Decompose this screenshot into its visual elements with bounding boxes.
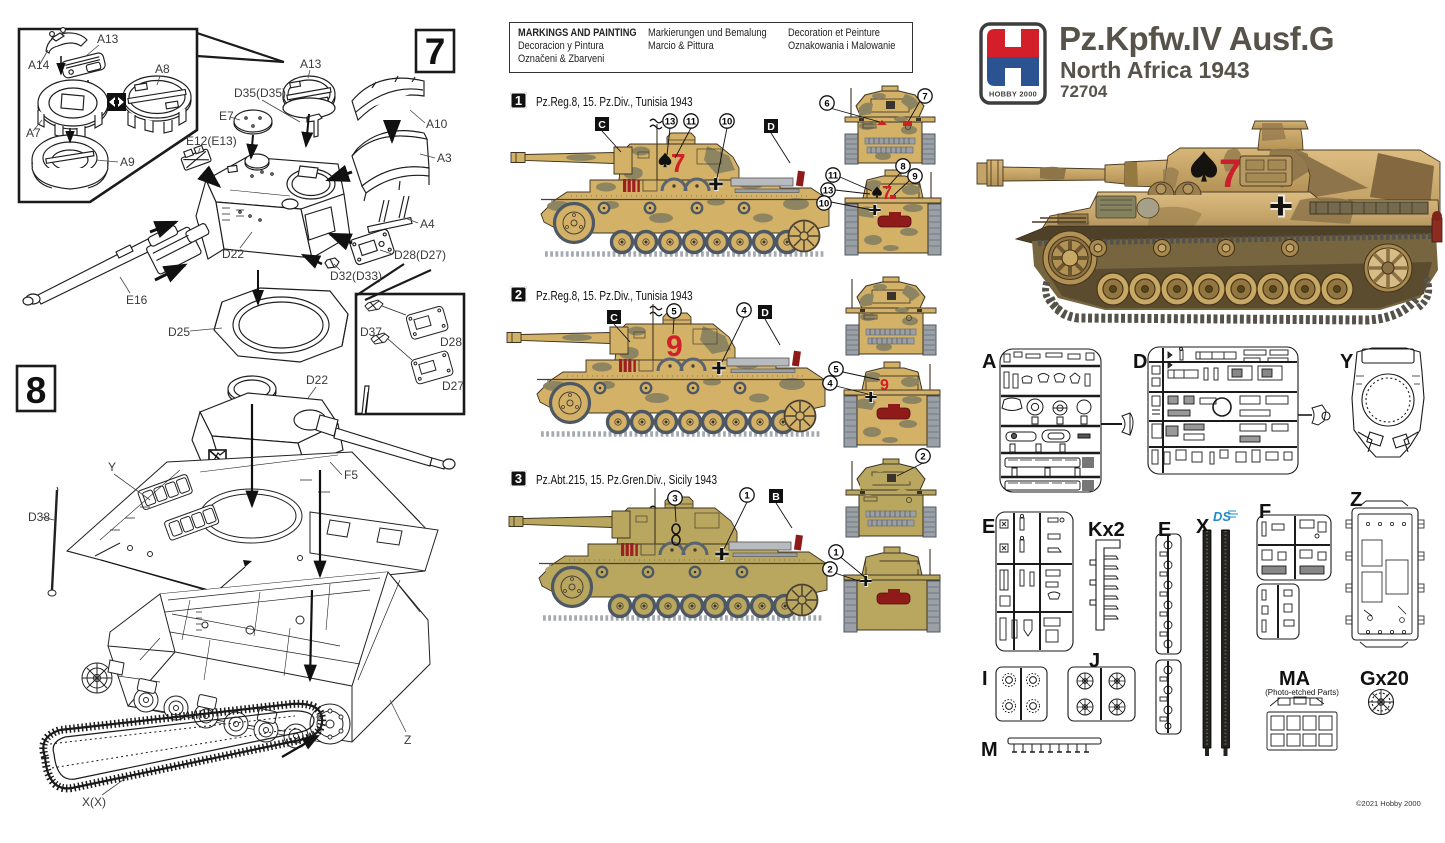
svg-text:D25: D25: [168, 325, 190, 339]
svg-text:Z: Z: [1350, 489, 1362, 511]
svg-text:HOBBY 2000: HOBBY 2000: [989, 90, 1037, 99]
svg-text:7: 7: [882, 183, 892, 203]
svg-text:7: 7: [671, 148, 685, 178]
svg-text:9: 9: [912, 172, 917, 183]
svg-text:5: 5: [671, 307, 677, 318]
svg-text:C: C: [598, 119, 606, 131]
svg-text:4: 4: [827, 379, 833, 390]
svg-text:13: 13: [823, 186, 834, 197]
svg-text:7: 7: [425, 31, 446, 72]
svg-text:Y: Y: [1340, 351, 1354, 373]
svg-text:A: A: [982, 351, 996, 373]
svg-text:M: M: [981, 739, 998, 761]
svg-text:DS: DS: [1213, 509, 1231, 524]
svg-text:E: E: [1158, 519, 1171, 541]
svg-text:A14: A14: [28, 58, 50, 72]
svg-text:(Photo-etched Parts): (Photo-etched Parts): [1265, 688, 1339, 697]
svg-text:1: 1: [833, 548, 839, 559]
svg-text:2: 2: [827, 565, 832, 576]
svg-text:2: 2: [920, 452, 925, 463]
svg-text:7: 7: [1219, 152, 1241, 196]
svg-text:F5: F5: [344, 468, 358, 482]
svg-text:A4: A4: [420, 217, 435, 231]
svg-text:A9: A9: [120, 155, 135, 169]
svg-text:Z: Z: [404, 733, 411, 747]
svg-text:D: D: [761, 307, 769, 319]
svg-text:I: I: [982, 668, 988, 690]
svg-text:10: 10: [819, 199, 830, 210]
svg-text:1: 1: [744, 491, 750, 502]
svg-text:E: E: [982, 516, 995, 538]
svg-text:D32(D33): D32(D33): [330, 269, 382, 283]
svg-text:A7: A7: [26, 126, 41, 140]
svg-text:A3: A3: [437, 151, 452, 165]
svg-text:8: 8: [900, 162, 905, 173]
svg-text:E12(E13): E12(E13): [186, 134, 237, 148]
svg-text:3: 3: [672, 494, 677, 505]
svg-text:D: D: [1133, 351, 1147, 373]
svg-text:C: C: [610, 312, 618, 324]
svg-text:D: D: [767, 121, 775, 133]
svg-text:A8: A8: [155, 62, 170, 76]
svg-text:F: F: [1259, 501, 1271, 523]
svg-text:13: 13: [665, 117, 676, 128]
svg-text:X(X): X(X): [82, 795, 106, 809]
svg-text:D22: D22: [222, 247, 244, 261]
svg-text:J: J: [1089, 650, 1100, 672]
svg-text:6: 6: [824, 99, 829, 110]
svg-text:9: 9: [666, 330, 683, 363]
svg-text:D22: D22: [306, 373, 328, 387]
svg-text:MA: MA: [1279, 668, 1310, 690]
svg-text:A13: A13: [300, 57, 322, 71]
svg-text:Kx2: Kx2: [1088, 519, 1125, 541]
svg-text:A13: A13: [97, 32, 119, 46]
svg-text:5: 5: [833, 365, 839, 376]
svg-text:Gx20: Gx20: [1360, 668, 1409, 690]
svg-text:11: 11: [828, 171, 839, 182]
svg-text:D38: D38: [28, 510, 50, 524]
svg-text:B: B: [772, 491, 780, 503]
svg-text:D28: D28: [440, 335, 462, 349]
svg-text:E7: E7: [219, 109, 234, 123]
svg-text:9: 9: [880, 377, 889, 394]
svg-text:D35(D35): D35(D35): [234, 86, 286, 100]
svg-text:4: 4: [741, 306, 747, 317]
svg-text:11: 11: [686, 117, 697, 128]
svg-text:10: 10: [722, 117, 733, 128]
svg-text:8: 8: [26, 370, 47, 411]
svg-text:D28(D27): D28(D27): [394, 248, 446, 262]
svg-text:E16: E16: [126, 293, 148, 307]
svg-text:Y: Y: [108, 460, 116, 474]
svg-text:7: 7: [922, 92, 927, 103]
svg-text:A10: A10: [426, 117, 448, 131]
svg-text:D27: D27: [442, 379, 464, 393]
